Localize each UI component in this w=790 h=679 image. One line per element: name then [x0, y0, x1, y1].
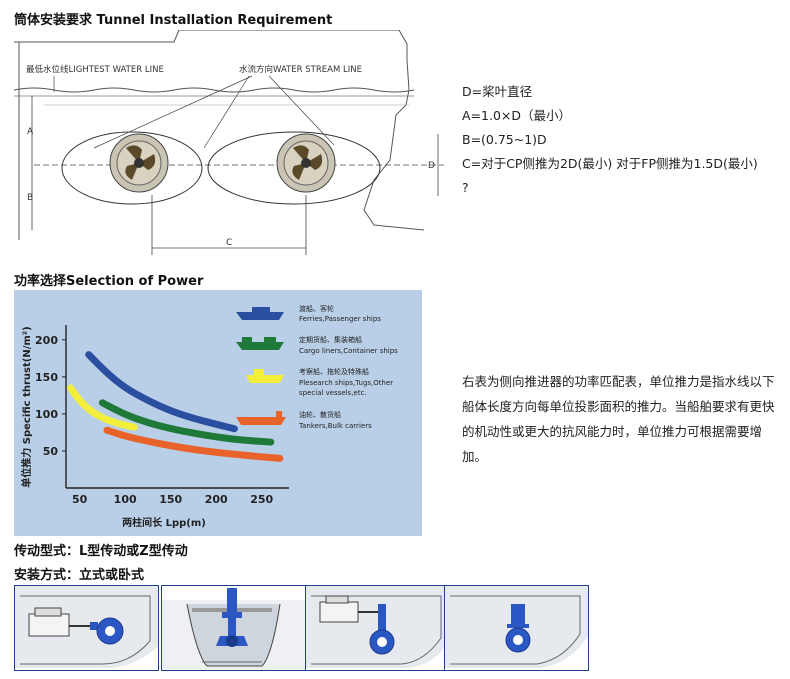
spec-line-a: A=1.0×D（最小）: [462, 108, 572, 123]
power-description: 右表为侧向推进器的功率匹配表，单位推力是指水线以下船体长度方向每单位投影面积的推…: [462, 374, 775, 464]
power-selection-chart: 200 150 100 50 50 100 150 200 250 单位推力 Specific…: [14, 290, 422, 536]
legend-tug-en1: Plesearch ships,Tugs,Other: [299, 379, 393, 387]
propeller-icon-right: [276, 133, 336, 193]
install-thumb-vertical-l: [161, 585, 306, 671]
x-tick-label: 250: [250, 493, 273, 506]
x-tick-label: 150: [159, 493, 182, 506]
install-thumb-vertical-hull: [444, 585, 589, 671]
legend-tanker-cn: 油轮、散货船: [299, 410, 341, 419]
dimension-c-label: C: [226, 238, 232, 248]
power-section-title: 功率选择Selection of Power: [14, 274, 204, 289]
chart-background: [14, 290, 422, 536]
install-thumb-horizontal-engine: [14, 585, 159, 671]
legend-tug-en2: special vessels,etc.: [299, 389, 367, 397]
ferry-ship-icon: [236, 307, 284, 320]
spec-line-b: B=(0.75~1)D: [462, 132, 547, 147]
tanker-ship-icon: [236, 411, 286, 425]
series-line-3: [67, 384, 138, 431]
dimension-d-label: D: [428, 161, 435, 171]
y-tick-label: 200: [35, 334, 58, 347]
tunnel-spec-list: D=桨叶直径 A=1.0×D（最小） B=(0.75~1)D C=对于CP侧推为…: [462, 80, 784, 200]
install-thumb-z-drive: [305, 585, 450, 671]
water-stream-line-label: 水流方向WATER STREAM LINE: [239, 64, 362, 75]
spec-line-note: ?: [462, 180, 469, 195]
chart-legend: 渡船、客轮 Ferries,Passenger ships 定期货船、集装箱船 …: [236, 304, 398, 430]
series-line-4: [103, 426, 284, 462]
legend-cargo-en: Cargo liners,Container ships: [299, 347, 398, 355]
propeller-icon-left: [109, 133, 169, 193]
tunnel-installation-diagram: A B D C 最低水位线LIGHTEST WATER LINE 水流方向WAT…: [14, 30, 444, 255]
series-line-1: [85, 351, 238, 433]
spec-line-c: C=对于CP侧推为2D(最小) 对于FP侧推为1.5D(最小): [462, 156, 758, 171]
lightest-water-line-label: 最低水位线LIGHTEST WATER LINE: [26, 64, 164, 75]
x-tick-label: 200: [205, 493, 228, 506]
legend-ferry-en: Ferries,Passenger ships: [299, 315, 381, 323]
dimension-a-label: A: [27, 127, 34, 137]
cargo-ship-icon: [236, 337, 284, 350]
spec-line-d: D=桨叶直径: [462, 84, 533, 99]
x-tick-label: 100: [114, 493, 137, 506]
y-tick-label: 150: [35, 371, 58, 384]
series-line-2: [98, 399, 275, 446]
y-tick-label: 50: [43, 445, 59, 458]
legend-cargo-cn: 定期货船、集装箱船: [299, 335, 362, 344]
y-axis-label: 单位推力 Specific thrust(N/m²): [20, 326, 33, 487]
legend-tug-cn: 考察船、拖轮及特殊船: [299, 367, 369, 376]
drive-type-title: 传动型式：L型传动或Z型传动: [14, 544, 188, 559]
x-tick-label: 50: [72, 493, 88, 506]
x-axis-label: 两柱间长 Lpp(m): [122, 516, 206, 529]
legend-ferry-cn: 渡船、客轮: [299, 304, 334, 313]
dimension-b-label: B: [27, 193, 33, 203]
y-tick-label: 100: [35, 408, 58, 421]
mount-type-title: 安装方式：立式或卧式: [14, 568, 145, 583]
tug-ship-icon: [246, 369, 284, 383]
legend-tanker-en: Tankers,Bulk carriers: [298, 422, 372, 430]
tunnel-section-title: 筒体安装要求 Tunnel Installation Requirement: [14, 13, 333, 28]
